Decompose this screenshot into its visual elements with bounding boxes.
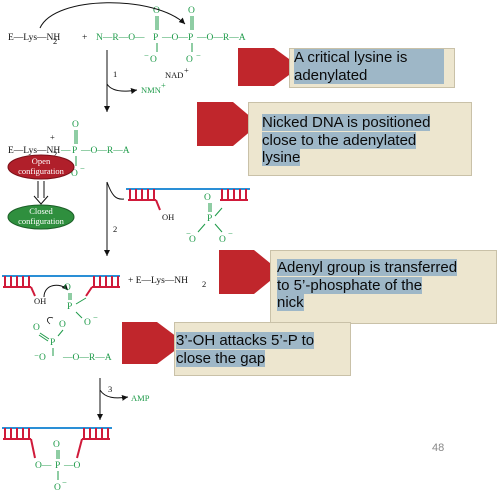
svg-text:O: O (64, 283, 71, 293)
svg-text:O: O (150, 55, 157, 65)
plus-sign: + (82, 33, 87, 43)
callout-arrows (122, 48, 300, 364)
svg-text:+: + (184, 65, 189, 75)
callout-text-4: 3’-OH attacks 5’-P to close the gap (176, 332, 315, 367)
svg-text:E—Lys—NH: E—Lys—NH (8, 146, 60, 156)
svg-text:Open: Open (32, 156, 51, 166)
svg-text:−: − (62, 477, 67, 487)
svg-text:−: − (196, 50, 201, 60)
svg-text:—O—R—A: —O—R—A (80, 146, 130, 156)
step-1: 1 NAD + NMN + (104, 50, 189, 112)
page-number: 48 (432, 442, 445, 454)
svg-text:−: − (80, 163, 85, 173)
svg-text:O: O (188, 6, 195, 16)
svg-text:P: P (72, 146, 77, 156)
svg-text:O: O (153, 6, 160, 16)
svg-text:AMP: AMP (131, 393, 150, 403)
svg-text:P: P (67, 302, 72, 312)
svg-text:+: + (50, 132, 55, 142)
svg-text:2: 2 (53, 149, 57, 159)
step-2: 2 (104, 181, 125, 256)
svg-text:P: P (55, 461, 60, 471)
svg-text:O: O (54, 483, 61, 493)
svg-text:O: O (204, 193, 211, 203)
svg-text:O: O (72, 120, 79, 130)
phosphate-2: P (188, 33, 193, 43)
callout-arrow-4 (122, 322, 185, 364)
lysine-label: E—Lys—NH (8, 33, 60, 43)
svg-text:+: + (161, 80, 166, 90)
svg-text:—: — (60, 146, 71, 156)
svg-text:NMN: NMN (141, 85, 161, 95)
svg-text:OH: OH (34, 296, 46, 306)
svg-text:—O—R—A: —O—R—A (62, 353, 112, 363)
sealed-dna: O— P —O O O − (2, 427, 112, 493)
callout-text-3: Adenyl group is transferred to 5’-phosph… (277, 259, 458, 311)
step-3: 3 AMP (97, 378, 150, 420)
adenylated-dna: OH P O O − O P O ⁻O —O—R—A + E—Lys—NH 2 (2, 275, 206, 363)
open-configuration: Open configuration (7, 154, 75, 180)
svg-text:P: P (50, 338, 55, 348)
atp-tail: —O—R—A (196, 33, 246, 43)
svg-text:O: O (59, 320, 66, 330)
callout-arrow-2 (197, 102, 259, 146)
conformation-change-arrow (33, 181, 49, 205)
svg-text:⁻O: ⁻O (34, 353, 46, 363)
svg-text:2: 2 (202, 279, 206, 289)
callout-arrow-3 (219, 250, 281, 294)
svg-text:O: O (219, 235, 226, 245)
svg-text:−: − (186, 228, 191, 238)
attack-arrow (39, 2, 186, 29)
nh2-subscript: 2 (53, 36, 57, 46)
callout-text-1: A critical lysine is adenylated (294, 49, 444, 84)
svg-text:−: − (228, 228, 233, 238)
svg-text:1: 1 (113, 69, 117, 79)
svg-text:OH: OH (162, 212, 174, 222)
svg-text:−: − (144, 50, 149, 60)
reactants-row: E—Lys—NH 2 + N—R—O— P —O— P —O—R—A O O O… (8, 2, 246, 65)
nicked-dna-1: OH P O O − O − (126, 188, 250, 245)
svg-text:O: O (71, 169, 78, 179)
svg-text:O: O (33, 323, 40, 333)
svg-text:NAD: NAD (165, 70, 183, 80)
svg-text:−: − (93, 312, 98, 322)
svg-text:O: O (186, 55, 193, 65)
svg-text:P: P (207, 214, 212, 224)
svg-text:—O—: —O— (161, 33, 188, 43)
phosphate-1: P (153, 33, 158, 43)
callout-arrow-1 (238, 48, 300, 86)
svg-text:3: 3 (108, 384, 112, 394)
svg-text:O—: O— (35, 461, 52, 471)
closed-configuration: Closed configuration (7, 204, 75, 230)
svg-text:configuration: configuration (18, 216, 65, 226)
svg-text:2: 2 (113, 224, 117, 234)
atp-chain: N—R—O— (96, 33, 145, 43)
svg-text:+ E—Lys—NH: + E—Lys—NH (128, 276, 188, 286)
adenylated-lysine: E—Lys—NH 2 + — P —O—R—A O O − (8, 120, 130, 179)
svg-text:Closed: Closed (29, 206, 53, 216)
callout-box-4 (174, 322, 351, 376)
svg-text:configuration: configuration (18, 166, 65, 176)
callout-text-2: Nicked DNA is positioned close to the ad… (262, 114, 431, 166)
svg-text:O: O (53, 440, 60, 450)
svg-text:O: O (84, 318, 91, 328)
svg-text:O: O (189, 235, 196, 245)
svg-text:—O: —O (63, 461, 81, 471)
